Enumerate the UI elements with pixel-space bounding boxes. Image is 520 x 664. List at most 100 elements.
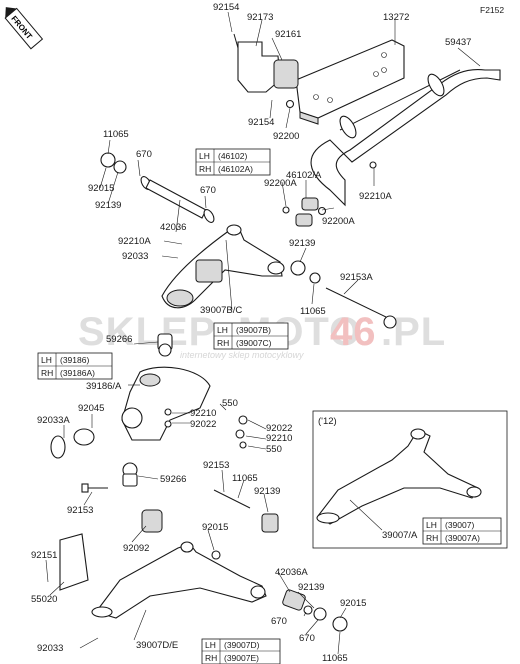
callout-rh-code: (39007C) — [236, 338, 272, 348]
callout-lh-code: (39007B) — [236, 325, 271, 335]
callout-rh-code: (46102A) — [218, 164, 253, 174]
callout-lh-label: LH — [41, 355, 52, 365]
part-label: 39007B/C — [200, 305, 242, 316]
callout-rh-label: RH — [217, 338, 229, 348]
callout-lh-label: LH — [199, 151, 210, 161]
part-label: 550 — [222, 398, 238, 409]
callout-39007de: LH (39007D) RH (39007E) — [201, 638, 281, 664]
part-label: 92139 — [298, 582, 324, 593]
part-label: 92154 — [248, 117, 274, 128]
part-label: 92033 — [37, 643, 63, 654]
part-label: 92173 — [247, 12, 273, 23]
callout-rh-code: (39007E) — [224, 653, 259, 663]
bolt-92153a-drawing — [325, 287, 397, 329]
part-label: 92200 — [273, 131, 299, 142]
watermark-brand-a: SKLEP — [78, 310, 216, 354]
part-label: 92153 — [67, 505, 93, 516]
watermark-tagline: internetowy sklep motocyklowy — [180, 350, 304, 360]
part-label: 550 — [266, 444, 282, 455]
callout-lh-label: LH — [217, 325, 228, 335]
lower-arm-inset-drawing — [316, 428, 482, 525]
part-label: 92015 — [340, 598, 366, 609]
page-code: F2152 — [480, 5, 504, 15]
part-label: 92022 — [266, 423, 292, 434]
part-label: 92015 — [88, 183, 114, 194]
part-labels: 92154 92173 13272 92161 59437 92154 9220… — [31, 2, 471, 664]
part-label: 11065 — [103, 129, 129, 140]
part-label: 92033 — [122, 251, 148, 262]
callout-39186: LH (39186) RH (39186A) — [37, 352, 113, 380]
callout-lh-code: (39186) — [60, 355, 89, 365]
callout-lh-code: (39007) — [445, 520, 474, 530]
callout-rh-label: RH — [205, 653, 217, 663]
bolt-92153-left-drawing — [81, 483, 108, 493]
part-label: 670 — [299, 633, 315, 644]
part-label: 92022 — [190, 419, 216, 430]
bushing-92092-drawing — [141, 509, 163, 533]
part-label: 92210 — [266, 433, 292, 444]
part-label: 92153 — [203, 460, 229, 471]
part-label: 92154 — [213, 2, 239, 13]
part-label: 11065 — [232, 473, 258, 484]
part-label: 92200A — [322, 216, 355, 227]
part-label: 55020 — [31, 594, 57, 605]
part-label: 670 — [200, 185, 216, 196]
callout-rh-label: RH — [199, 164, 211, 174]
callout-lh-code: (39007D) — [224, 640, 260, 650]
stabilizer-bar-drawing — [310, 68, 501, 207]
part-label: 11065 — [322, 653, 348, 664]
callout-rh-label: RH — [426, 533, 438, 543]
part-label: 39007D/E — [136, 640, 178, 651]
part-label: 92092 — [123, 543, 149, 554]
part-label: 92151 — [31, 550, 57, 561]
part-label: 13272 — [383, 12, 409, 23]
part-label: 92161 — [275, 29, 301, 40]
part-label: 59266 — [106, 334, 132, 345]
bolt-92153-right-drawing — [211, 489, 279, 560]
part-label: 92210A — [118, 236, 151, 247]
front-direction-tag: FRONT — [4, 7, 44, 50]
part-label: 39007/A — [382, 530, 418, 541]
part-label: 92210 — [190, 408, 216, 419]
callout-39007bc: LH (39007B) RH (39007C) — [213, 322, 289, 350]
part-label: 92139 — [254, 486, 280, 497]
callout-lh-code: (46102) — [218, 151, 247, 161]
part-label: 92200A — [264, 178, 297, 189]
callout-lh-label: LH — [205, 640, 216, 650]
part-label: 42036 — [160, 222, 186, 233]
inset-2012-panel: ('12) LH (39007) RH (39007A) — [312, 410, 508, 549]
upper-arm-drawing — [161, 224, 285, 309]
link-rod-drawing — [282, 161, 377, 284]
part-label: 59437 — [445, 37, 471, 48]
part-label: 92033A — [37, 415, 70, 426]
part-label: 92210A — [359, 191, 392, 202]
part-label: 59266 — [160, 474, 186, 485]
part-label: 46102/A — [286, 170, 322, 181]
callout-rh-code: (39007A) — [445, 533, 480, 543]
part-label: 92015 — [202, 522, 228, 533]
hardware-550-drawing — [235, 415, 248, 449]
part-label: 39186/A — [86, 381, 122, 392]
knuckle-drawing — [50, 366, 211, 459]
callout-lh-label: LH — [426, 520, 437, 530]
leader-lines — [45, 11, 481, 655]
part-label: 92153A — [340, 272, 373, 283]
watermark-brand-c: 46 — [330, 310, 377, 354]
inset-year-label: ('12) — [318, 416, 337, 427]
part-label: 92139 — [289, 238, 315, 249]
ball-joint-lower-drawing — [122, 462, 138, 487]
pivot-shaft-lower-drawing — [282, 589, 348, 632]
part-label: 670 — [136, 149, 152, 160]
part-label: 670 — [271, 616, 287, 627]
callout-rh-code: (39186A) — [60, 368, 95, 378]
callout-rh-label: RH — [41, 368, 53, 378]
ball-joint-upper-drawing — [157, 333, 173, 357]
part-label: 92045 — [78, 403, 104, 414]
part-label: 92139 — [95, 200, 121, 211]
callout-46102: LH (46102) RH (46102A) — [195, 148, 271, 176]
clamp-92161-drawing — [233, 33, 299, 109]
part-label: 11065 — [300, 306, 326, 317]
lower-arm-main-drawing — [59, 533, 267, 619]
bracket-13272-drawing — [295, 39, 405, 125]
